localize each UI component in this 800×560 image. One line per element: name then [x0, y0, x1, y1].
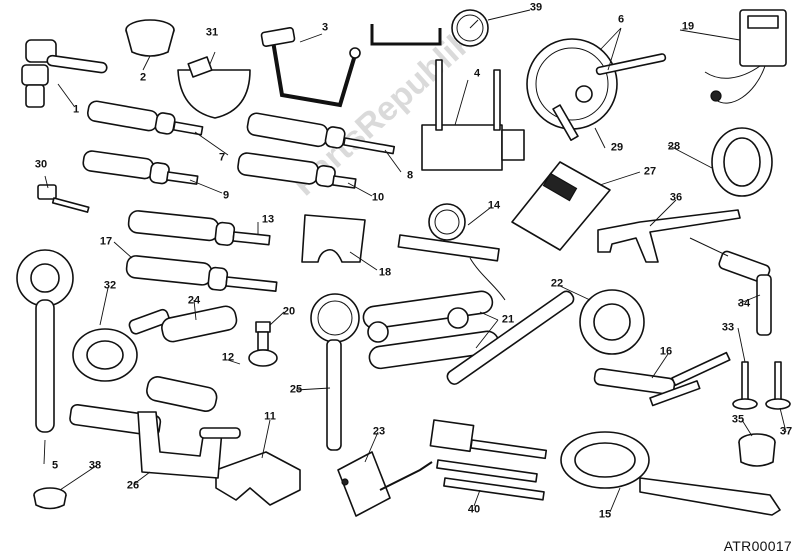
callout-11: 11 — [264, 410, 276, 423]
callout-31: 31 — [205, 26, 219, 39]
part-2-socket[interactable] — [125, 19, 175, 57]
callout-40: 40 — [467, 503, 481, 516]
part-28-ring[interactable] — [711, 127, 773, 197]
callout-3: 3 — [321, 21, 329, 34]
part-32-gear-puller[interactable] — [72, 308, 170, 382]
part-15-ring-spanner[interactable] — [560, 431, 781, 516]
callout-1: 1 — [72, 103, 80, 116]
callout-5: 5 — [51, 459, 59, 472]
callout-37: 37 — [779, 425, 793, 438]
callout-17: 17 — [99, 235, 113, 248]
callout-9: 9 — [222, 189, 230, 202]
callout-29: 29 — [610, 141, 624, 154]
callout-25: 25 — [289, 383, 303, 396]
callout-15: 15 — [598, 508, 612, 521]
part-8-driver[interactable] — [246, 112, 396, 155]
callout-24: 24 — [187, 294, 201, 307]
callout-33: 33 — [721, 321, 735, 334]
part-39-dial-indicator[interactable] — [370, 9, 489, 47]
part-23-holder[interactable] — [337, 451, 433, 517]
part-16-puller[interactable] — [593, 351, 731, 407]
part-19-tester[interactable] — [704, 9, 787, 104]
part-18-plate[interactable] — [301, 214, 366, 263]
callout-39: 39 — [529, 1, 543, 14]
part-36-bracket[interactable] — [597, 209, 741, 263]
part-34-air-tool[interactable] — [689, 237, 772, 336]
callout-26: 26 — [126, 479, 140, 492]
callout-34: 34 — [737, 297, 751, 310]
part-7-driver[interactable] — [86, 100, 204, 136]
part-11-support[interactable] — [215, 451, 301, 506]
leader-lines — [43, 9, 787, 513]
part-6-degree-wheel[interactable] — [526, 38, 667, 141]
callout-32: 32 — [103, 279, 117, 292]
part-33-valve[interactable] — [732, 361, 758, 410]
part-1-tool[interactable] — [21, 39, 108, 108]
part-24-sleeve[interactable] — [160, 304, 238, 343]
callout-28: 28 — [667, 140, 681, 153]
callout-19: 19 — [681, 20, 695, 33]
part-3-frame[interactable] — [260, 27, 361, 108]
part-40-pushers[interactable] — [429, 419, 548, 501]
part-38-fixture[interactable] — [33, 487, 67, 510]
part-27-gauge-plate[interactable] — [511, 161, 611, 251]
callout-10: 10 — [371, 191, 385, 204]
callout-13: 13 — [261, 213, 275, 226]
callout-4: 4 — [473, 67, 481, 80]
part-13-driver[interactable] — [127, 210, 271, 246]
callout-38: 38 — [88, 459, 102, 472]
callout-8: 8 — [406, 169, 414, 182]
callout-12: 12 — [221, 351, 235, 364]
callout-14: 14 — [487, 199, 501, 212]
callout-21: 21 — [501, 313, 515, 326]
part-20-plug[interactable] — [248, 321, 278, 367]
part-35-cap[interactable] — [738, 433, 776, 467]
callout-27: 27 — [643, 165, 657, 178]
part-31-arc-gauge[interactable] — [177, 56, 251, 119]
callout-18: 18 — [378, 266, 392, 279]
part-30-clamp[interactable] — [37, 184, 90, 213]
part-17-driver[interactable] — [125, 255, 278, 292]
callout-30: 30 — [34, 158, 48, 171]
part-25-bore-gauge[interactable] — [310, 293, 360, 451]
callout-35: 35 — [731, 413, 745, 426]
part-14-dial-bar[interactable] — [397, 203, 506, 301]
part-4-block[interactable] — [421, 59, 525, 171]
part-26-press[interactable] — [69, 403, 241, 479]
part-5-spanner[interactable] — [16, 249, 74, 433]
diagram-code: ATR00017 — [723, 538, 792, 554]
part-22-hook-spanner[interactable] — [445, 289, 645, 387]
callout-20: 20 — [282, 305, 296, 318]
part-37-valve[interactable] — [765, 361, 791, 410]
callout-16: 16 — [659, 345, 673, 358]
callout-7: 7 — [218, 151, 226, 164]
callout-6: 6 — [617, 13, 625, 26]
callout-23: 23 — [372, 425, 386, 438]
callout-22: 22 — [550, 277, 564, 290]
part-9-driver[interactable] — [82, 150, 199, 185]
part-12-bushing[interactable] — [145, 375, 218, 413]
callout-36: 36 — [669, 191, 683, 204]
part-10-driver[interactable] — [237, 152, 357, 189]
callout-2: 2 — [139, 71, 147, 84]
